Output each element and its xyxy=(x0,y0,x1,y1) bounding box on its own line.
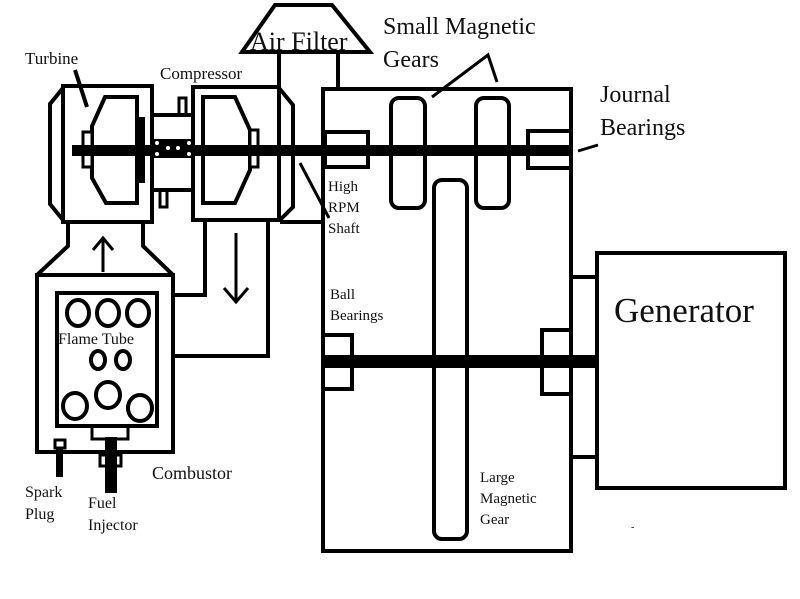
label-combustor: Combustor xyxy=(152,463,232,483)
label-large-gear-3: Gear xyxy=(480,512,509,528)
compressed-air-duct xyxy=(173,220,270,358)
label-spark-2: Plug xyxy=(25,506,54,523)
label-flame-tube: Flame Tube xyxy=(58,331,134,348)
up-arrow-icon xyxy=(91,235,115,251)
turbine-pointer xyxy=(73,69,89,108)
spark-plug xyxy=(53,438,67,477)
label-ball-2: Bearings xyxy=(330,308,383,324)
label-small-gears-2: Gears xyxy=(383,47,439,73)
label-compressor: Compressor xyxy=(160,64,243,83)
label-fuel-1: Fuel xyxy=(88,495,117,512)
gearbox xyxy=(321,52,599,553)
label-shaft-1: High xyxy=(328,179,359,195)
journal-pointer xyxy=(577,143,599,153)
label-turbine: Turbine xyxy=(25,49,78,68)
label-generator: Generator xyxy=(614,291,754,330)
exhaust-duct xyxy=(35,222,175,277)
label-fuel-2: Injector xyxy=(88,517,138,534)
label-air-filter: Air Filter xyxy=(250,27,348,56)
shaft-coupling xyxy=(152,96,193,209)
label-shaft-3: Shaft xyxy=(328,221,360,237)
label-spark-1: Spark xyxy=(25,484,62,501)
label-large-gear-1: Large xyxy=(480,470,515,486)
label-journal-1: Journal xyxy=(600,82,671,108)
label-ball-1: Ball xyxy=(330,287,355,303)
combustor xyxy=(35,273,175,493)
stray-mark: - xyxy=(631,522,634,533)
low-rpm-shaft xyxy=(323,355,597,368)
down-arrow-icon xyxy=(222,287,250,305)
label-small-gears-1: Small Magnetic xyxy=(383,14,536,40)
small-gears-pointer xyxy=(431,52,499,99)
label-shaft-2: RPM xyxy=(328,200,360,216)
fuel-injector xyxy=(98,437,123,493)
generator xyxy=(571,251,787,490)
coupling-bearing xyxy=(152,139,195,158)
label-journal-2: Bearings xyxy=(600,115,685,141)
flame-tube-holes xyxy=(61,298,154,423)
label-large-gear-2: Magnetic xyxy=(480,491,537,507)
